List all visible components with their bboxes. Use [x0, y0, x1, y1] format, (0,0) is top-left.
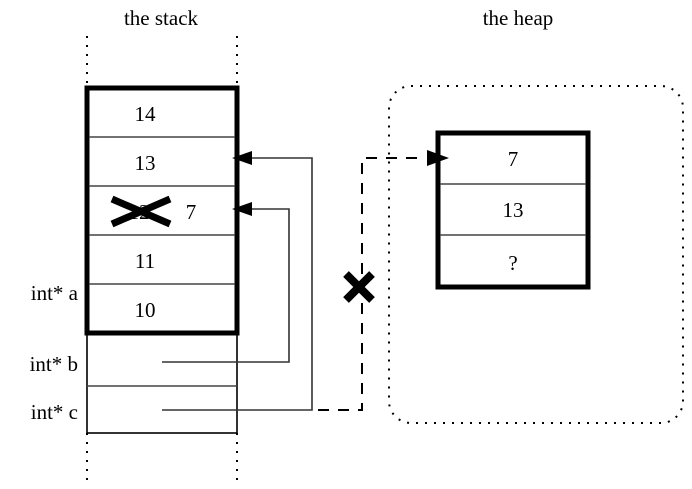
variable-label-a: int* a [31, 281, 79, 305]
stack-cell-value-4: 10 [135, 298, 156, 322]
variable-label-b: int* b [30, 352, 78, 376]
stack-cell-replacement-2: 7 [186, 200, 197, 224]
stack-array-box [84, 85, 240, 336]
stack-cell-value-1: 13 [135, 151, 156, 175]
stack-cell-value-3: 11 [135, 249, 155, 273]
variable-label-c: int* c [31, 400, 78, 424]
pointer-b-connector [162, 202, 290, 363]
pointer-a-connector [162, 151, 313, 411]
heap-cell-value-2: ? [508, 251, 517, 275]
heap-cell-value-1: 13 [503, 198, 524, 222]
stack-cell-value-0: 14 [135, 102, 157, 126]
heap-array-box [435, 130, 591, 290]
heap-cell-value-0: 7 [508, 147, 519, 171]
stack-variable-slots [86, 332, 238, 434]
struck-value-x-icon [110, 195, 172, 228]
invalid-pointer-x-icon [343, 271, 375, 303]
stack-title: the stack [124, 6, 199, 30]
heap-title: the heap [483, 6, 554, 30]
pointer-c-dangling-connector [318, 150, 449, 411]
